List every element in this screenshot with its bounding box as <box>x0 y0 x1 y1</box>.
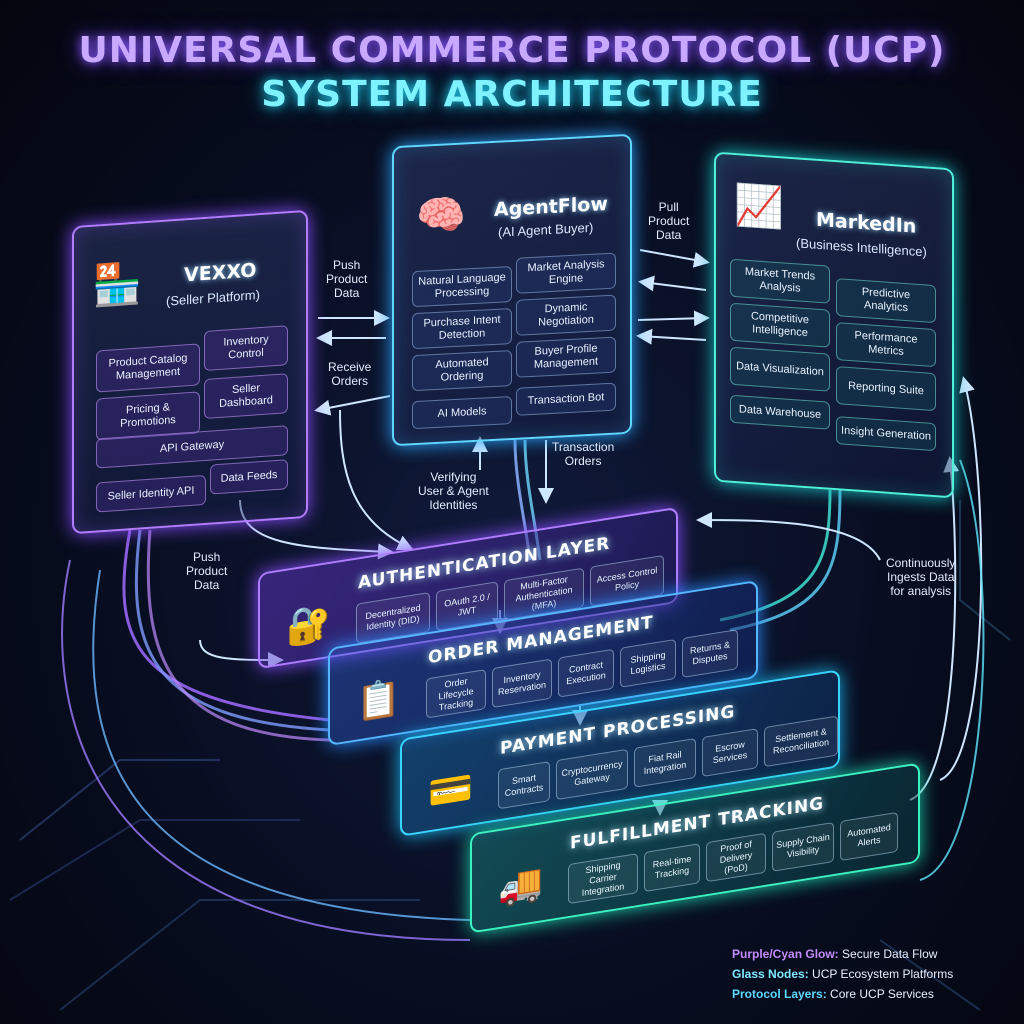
storefront-icon: 🏪 <box>92 261 142 309</box>
legend-row-layers: Protocol Layers: Core UCP Services <box>732 984 953 1004</box>
legend-key-nodes: Glass Nodes: <box>732 967 809 981</box>
legend-row-data-flow: Purple/Cyan Glow: Secure Data Flow <box>732 944 953 964</box>
payment-cell-escrow: Escrow Services <box>702 728 758 778</box>
order-cell-lifecycle: Order Lifecycle Tracking <box>426 669 486 719</box>
markedin-cell-insight: Insight Generation <box>836 416 936 452</box>
vexxo-subtitle: (Seller Platform) <box>166 287 260 309</box>
legend-value-nodes: UCP Ecosystem Platforms <box>812 967 954 981</box>
agentflow-name: AgentFlow <box>494 192 608 221</box>
markedin-cell-visualization: Data Visualization <box>730 346 830 392</box>
legend-value-glow: Secure Data Flow <box>842 947 938 961</box>
legend-row-nodes: Glass Nodes: UCP Ecosystem Platforms <box>732 964 953 984</box>
order-cell-returns: Returns & Disputes <box>682 629 738 678</box>
fulfillment-cell-alerts: Automated Alerts <box>840 811 898 862</box>
vexxo-cell-inventory: Inventory Control <box>204 325 288 372</box>
diagram-title-line1: UNIVERSAL COMMERCE PROTOCOL (UCP) <box>78 30 946 71</box>
analytics-chart-icon: 📈 <box>734 183 784 231</box>
order-cell-reservation: Inventory Reservation <box>492 658 552 709</box>
payment-cell-settlement: Settlement & Reconciliation <box>764 715 838 768</box>
fulfillment-cell-carrier: Shipping Carrier Integration <box>568 853 638 905</box>
vexxo-cell-seller-identity: Seller Identity API <box>96 474 206 513</box>
agentflow-cell-ai-models: AI Models <box>412 396 512 430</box>
diagram-title-line2: SYSTEM ARCHITECTURE <box>261 74 763 115</box>
agentflow-cell-transaction-bot: Transaction Bot <box>516 382 616 416</box>
markedin-cell-trends: Market Trends Analysis <box>730 258 830 304</box>
delivery-truck-icon: 🚚 <box>498 861 543 910</box>
order-cell-contract: Contract Execution <box>558 648 614 698</box>
agentflow-cell-market-analysis: Market Analysis Engine <box>516 252 616 294</box>
markedin-name: MarkedIn <box>816 208 917 238</box>
legend-key-layers: Protocol Layers: <box>732 987 827 1001</box>
vexxo-platform-node: 🏪 VEXXO (Seller Platform) Product Catalo… <box>72 209 308 535</box>
vexxo-cell-catalog: Product Catalog Management <box>96 343 200 393</box>
markedin-cell-warehouse: Data Warehouse <box>730 394 830 430</box>
markedin-cell-reporting: Reporting Suite <box>836 366 936 412</box>
fulfillment-cell-pod: Proof of Delivery (PoD) <box>706 832 766 883</box>
legend-value-layers: Core UCP Services <box>830 987 934 1001</box>
markedin-subtitle: (Business Intelligence) <box>796 235 927 260</box>
markedin-cell-predictive: Predictive Analytics <box>836 278 936 324</box>
legend-key-glow: Purple/Cyan Glow: <box>732 947 839 961</box>
agentflow-cell-negotiation: Dynamic Negotiation <box>516 294 616 336</box>
agentflow-platform-node: 🧠 AgentFlow (AI Agent Buyer) Natural Lan… <box>392 133 632 447</box>
payment-cell-smart-contracts: Smart Contracts <box>498 761 550 810</box>
lock-key-icon: 🔐 <box>286 600 331 649</box>
brain-icon: 🧠 <box>416 192 466 240</box>
clipboard-check-icon: 📋 <box>356 675 401 724</box>
markedin-cell-competitive: Competitive Intelligence <box>730 302 830 348</box>
vexxo-name: VEXXO <box>184 259 257 287</box>
fulfillment-cell-visibility: Supply Chain Visibility <box>772 821 834 872</box>
agentflow-cell-buyer-profile: Buyer Profile Management <box>516 336 616 378</box>
agentflow-cell-nlp: Natural Language Processing <box>412 266 512 308</box>
agentflow-subtitle: (AI Agent Buyer) <box>498 219 594 240</box>
order-cell-shipping: Shipping Logistics <box>620 638 676 688</box>
fulfillment-cell-tracking: Real-time Tracking <box>644 843 700 893</box>
agentflow-cell-ordering: Automated Ordering <box>412 350 512 392</box>
card-crypto-icon: 💳 <box>428 766 473 815</box>
legend: Purple/Cyan Glow: Secure Data Flow Glass… <box>732 944 953 1004</box>
vexxo-cell-dashboard: Seller Dashboard <box>204 373 288 420</box>
payment-cell-fiat: Fiat Rail Integration <box>634 737 696 788</box>
vexxo-cell-data-feeds: Data Feeds <box>210 459 288 495</box>
agentflow-cell-purchase-intent: Purchase Intent Detection <box>412 308 512 350</box>
markedin-cell-performance: Performance Metrics <box>836 322 936 368</box>
payment-cell-crypto: Cryptocurrency Gateway <box>556 748 628 801</box>
markedin-platform-node: 📈 MarkedIn (Business Intelligence) Marke… <box>714 151 954 499</box>
